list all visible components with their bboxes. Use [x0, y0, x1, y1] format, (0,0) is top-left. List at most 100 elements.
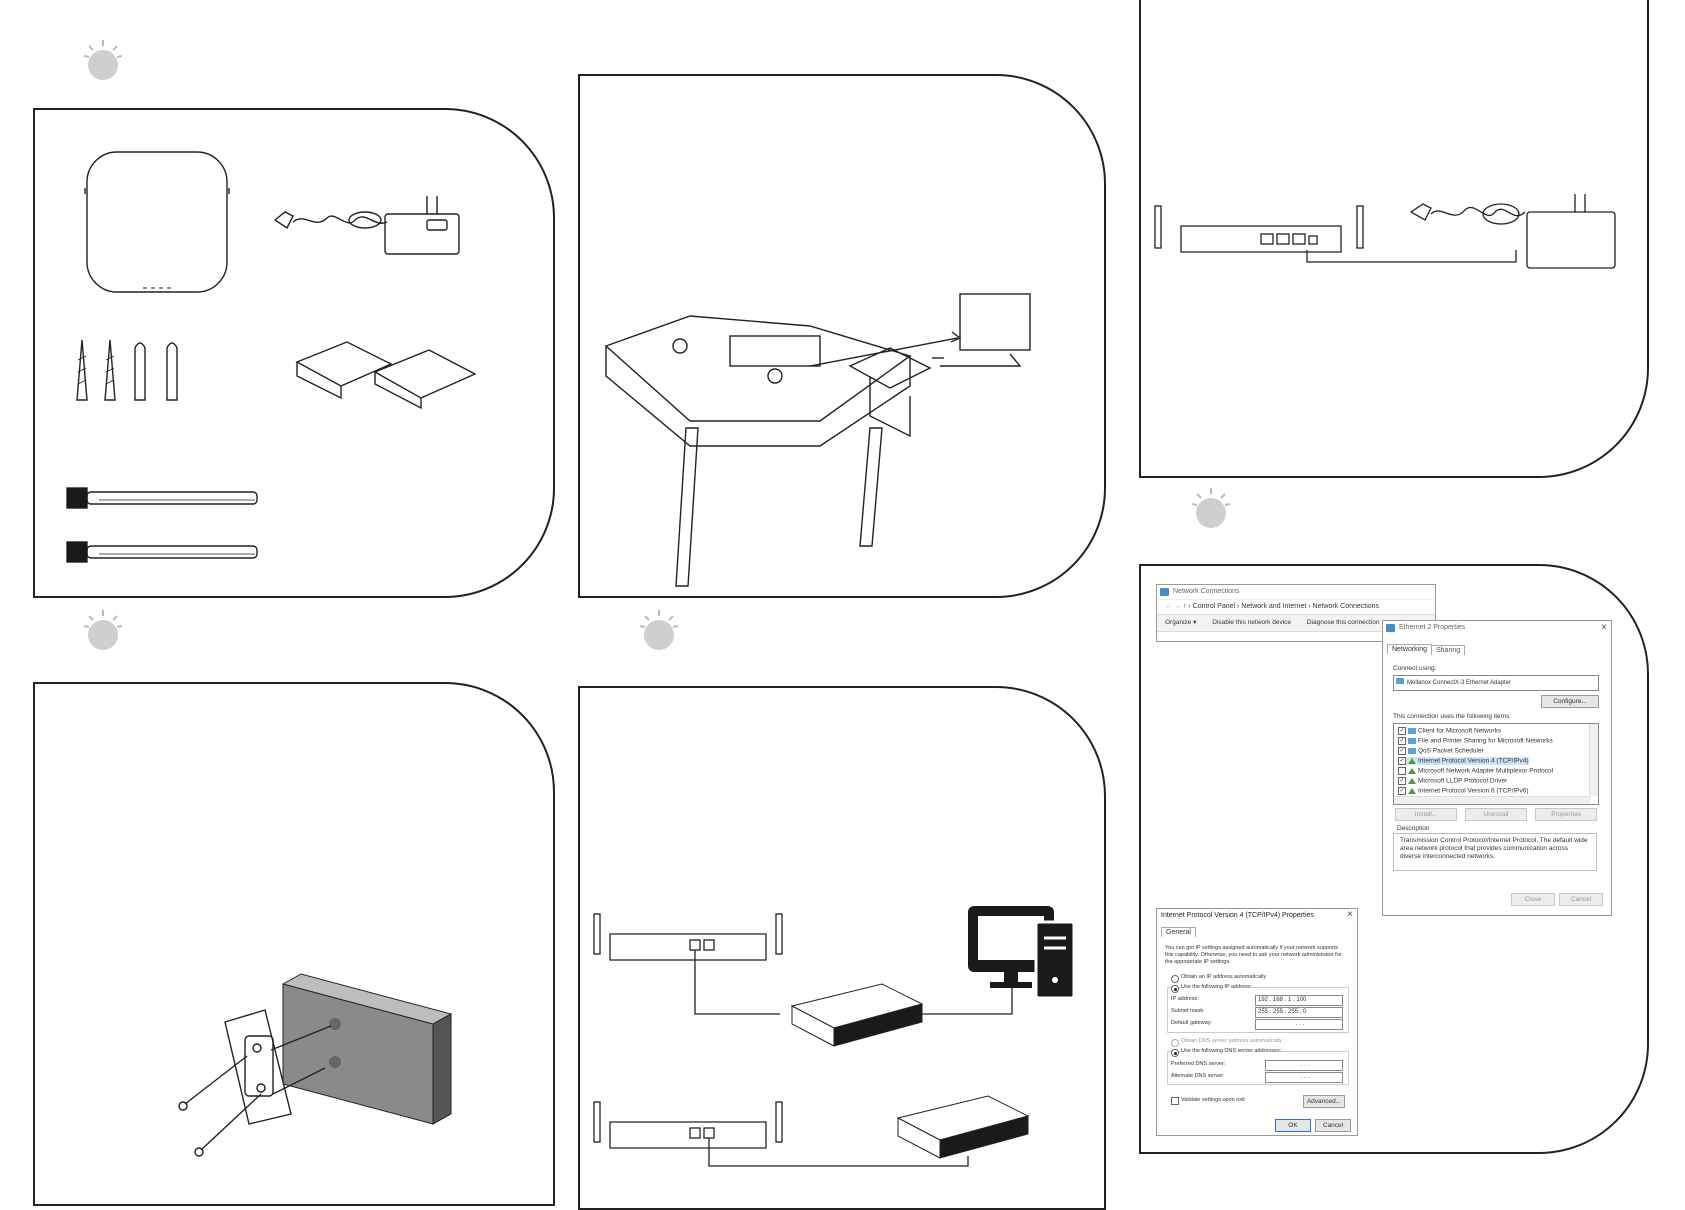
preferred-dns-label: Preferred DNS server:	[1171, 1061, 1226, 1067]
ipv4-properties-dialog: Internet Protocol Version 4 (TCP/IPv4) P…	[1156, 908, 1358, 1136]
cancel-button[interactable]: Cancel	[1559, 893, 1603, 906]
ok-button[interactable]: OK	[1275, 1119, 1311, 1132]
use-following-ip-label: Use the following IP address:	[1181, 984, 1253, 990]
window-title: Network Connections	[1173, 588, 1240, 595]
install-button[interactable]: Install...	[1395, 808, 1457, 821]
close-icon[interactable]: ×	[1347, 909, 1353, 920]
tip-bulb-icon	[636, 608, 682, 654]
breadcrumb-control-panel[interactable]: Control Panel	[1192, 603, 1236, 610]
item-checkbox[interactable]: ✓	[1398, 787, 1406, 795]
preferred-dns-field[interactable]: . . .	[1265, 1060, 1343, 1071]
alternate-dns-label: Alternate DNS server:	[1171, 1073, 1225, 1079]
advanced-button[interactable]: Advanced...	[1303, 1095, 1345, 1108]
ip-address-field[interactable]: 192 . 168 . 1 . 100	[1255, 995, 1343, 1006]
screws	[76, 339, 178, 401]
wall-mount-illustration	[178, 973, 453, 1157]
horizontal-scrollbar[interactable]	[1394, 796, 1590, 804]
tab-sharing[interactable]: Sharing	[1431, 645, 1466, 655]
alternate-dns-field[interactable]: . . .	[1265, 1072, 1343, 1083]
tip-bulb-icon	[80, 608, 126, 654]
command-bar: Organize ▾ Disable this network device D…	[1157, 614, 1435, 632]
items-list[interactable]: ✓Client for Microsoft Networks ✓File and…	[1393, 723, 1599, 805]
bracket-installation-illustration	[604, 293, 1031, 587]
network-switch	[790, 983, 924, 1047]
package-contents-panel	[33, 108, 555, 598]
list-item[interactable]: ✓Microsoft LLDP Protocol Driver	[1398, 777, 1508, 785]
tip-bulb-icon	[80, 38, 126, 84]
list-item[interactable]: ✓Internet Protocol Version 4 (TCP/IPv4)	[1398, 757, 1529, 765]
close-button[interactable]: Close	[1511, 893, 1555, 906]
access-point-top	[86, 151, 228, 293]
list-item[interactable]: ✓QoS Packet Scheduler	[1398, 747, 1484, 755]
connect-using-label: Connect using:	[1393, 665, 1437, 672]
configure-button[interactable]: Configure...	[1541, 695, 1599, 708]
ethernet-properties-dialog: Ethernet 2 Properties × Networking Sharin…	[1382, 620, 1612, 916]
scrollbar[interactable]	[1589, 724, 1598, 796]
item-checkbox[interactable]: ✓	[1398, 727, 1406, 735]
item-checkbox[interactable]	[1398, 767, 1406, 775]
ip-settings-group	[1167, 987, 1349, 1033]
use-following-dns-radio[interactable]	[1171, 1049, 1179, 1057]
list-item[interactable]: Microsoft Network Adapter Multiplexor Pr…	[1398, 767, 1553, 775]
subnet-mask-label: Subnet mask:	[1171, 1008, 1205, 1014]
ethernet-adapter-icon	[1386, 624, 1395, 632]
network-client-icon	[1408, 748, 1416, 754]
adapter-icon	[1396, 678, 1404, 684]
protocol-icon	[1408, 768, 1416, 774]
obtain-ip-auto-radio[interactable]	[1171, 975, 1179, 983]
forward-arrow-icon[interactable]: →	[1173, 603, 1181, 610]
network-topology-illustration	[593, 906, 1076, 1167]
network-folder-icon	[1160, 588, 1169, 596]
cancel-button[interactable]: Cancel	[1315, 1119, 1351, 1132]
ip-address-label: IP address:	[1171, 996, 1199, 1002]
item-checkbox[interactable]: ✓	[1398, 757, 1406, 765]
validate-label: Validate settings upon exit	[1181, 1097, 1245, 1103]
organize-menu[interactable]: Organize ▾	[1165, 619, 1197, 626]
list-item[interactable]: ✓File and Printer Sharing for Microsoft …	[1398, 737, 1553, 745]
network-connections-window: Network Connections ← → ↑ › Control Pane…	[1156, 584, 1436, 642]
protocol-icon	[1408, 788, 1416, 794]
up-arrow-icon[interactable]: ↑	[1182, 603, 1187, 610]
intro-text: You can get IP settings assigned automat…	[1165, 945, 1342, 965]
obtain-dns-auto-label: Obtain DNS server address automatically	[1181, 1038, 1282, 1044]
validate-checkbox[interactable]	[1171, 1097, 1179, 1105]
tab-general[interactable]: General	[1161, 927, 1196, 937]
breadcrumb-network-connections[interactable]: Network Connections	[1312, 603, 1380, 610]
tip-bulb-icon	[1188, 486, 1234, 532]
obtain-dns-auto-radio[interactable]	[1171, 1039, 1179, 1047]
close-icon[interactable]: ×	[1601, 622, 1607, 633]
back-arrow-icon[interactable]: ←	[1165, 603, 1172, 610]
use-following-ip-radio[interactable]	[1171, 985, 1179, 993]
subnet-mask-field[interactable]: 255 . 255 . 255 . 0	[1255, 1007, 1343, 1018]
adapter-field: Mellanox ConnectX-3 Ethernet Adapter	[1393, 675, 1599, 691]
power-connection-panel	[1139, 0, 1649, 478]
tab-networking[interactable]: Networking	[1387, 644, 1433, 654]
item-checkbox[interactable]: ✓	[1398, 747, 1406, 755]
computer-icon	[968, 906, 1076, 1000]
properties-button[interactable]: Properties	[1535, 808, 1597, 821]
list-item[interactable]: ✓Internet Protocol Version 6 (TCP/IPv6)	[1398, 787, 1529, 795]
description-label: Description	[1397, 825, 1430, 832]
description-text: Transmission Control Protocol/Internet P…	[1393, 833, 1597, 871]
default-gateway-field[interactable]: . . .	[1255, 1019, 1343, 1030]
protocol-icon	[1408, 778, 1416, 784]
breadcrumb-network-internet[interactable]: Network and Internet	[1241, 603, 1307, 610]
network-topology-panel	[578, 686, 1106, 1210]
use-following-dns-label: Use the following DNS server addresses:	[1181, 1048, 1282, 1054]
wall-mount-panel	[33, 682, 555, 1206]
dialog-title: Ethernet 2 Properties	[1399, 624, 1466, 631]
power-connection-illustration	[1154, 194, 1616, 269]
package-contents-illustration	[66, 151, 477, 563]
protocol-icon	[1408, 758, 1416, 764]
list-item[interactable]: ✓Client for Microsoft Networks	[1398, 727, 1502, 735]
items-label: This connection uses the following items…	[1393, 713, 1512, 720]
diagnose-connection-command[interactable]: Diagnose this connection	[1306, 619, 1380, 626]
dialog-title: Internet Protocol Version 4 (TCP/IPv4) P…	[1161, 912, 1314, 919]
item-checkbox[interactable]: ✓	[1398, 737, 1406, 745]
network-client-icon	[1408, 728, 1416, 734]
breadcrumb: ← → ↑ › Control Panel › Network and Inte…	[1157, 599, 1435, 614]
uninstall-button[interactable]: Uninstall	[1465, 808, 1527, 821]
disable-device-command[interactable]: Disable this network device	[1212, 619, 1292, 626]
item-checkbox[interactable]: ✓	[1398, 777, 1406, 785]
obtain-ip-auto-label: Obtain an IP address automatically	[1181, 974, 1267, 980]
